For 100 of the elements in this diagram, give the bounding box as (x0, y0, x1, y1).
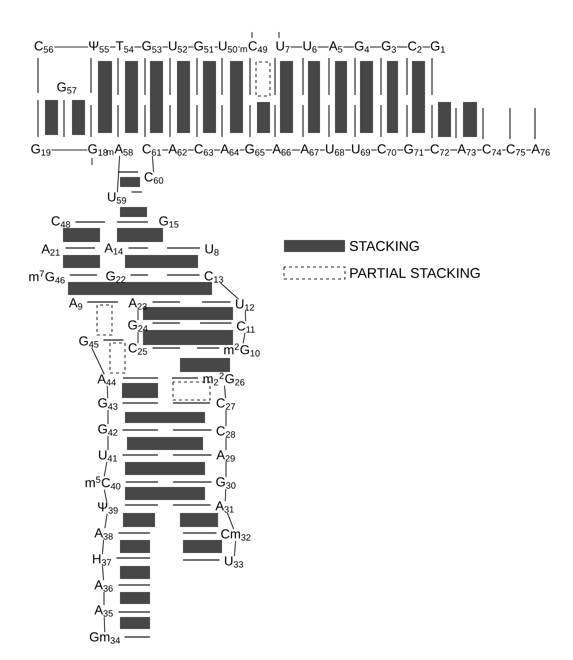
nucleotide-label: A$_{21}$ (41, 244, 60, 256)
backbone-line (104, 513, 108, 529)
nucleotide-label: G$_{71}$ (404, 144, 424, 156)
nucleotide-label: C$_{13}$ (204, 271, 224, 283)
nucleotide-label: C$_{25}$ (128, 343, 148, 355)
nucleotide-label: C$_{61}$ (142, 144, 162, 156)
backbone-line (116, 155, 120, 193)
nucleotide-label: U$_{50}$ (219, 41, 238, 53)
nucleotide-label: C$_{2}$ (408, 41, 422, 53)
nucleotide-label: U$_{33}$ (225, 556, 244, 568)
legend-label: PARTIAL STACKING (350, 268, 480, 278)
nucleotide-label: A$_{64}$ (220, 144, 239, 156)
backbone-line (102, 539, 104, 555)
nucleotide-label: C$_{11}$ (237, 321, 255, 333)
nucleotide-label: T$_{54}$ (116, 41, 134, 53)
backbone-line (104, 616, 106, 633)
backbone-line (422, 46, 430, 48)
backbone-line (224, 488, 226, 502)
nucleotide-label: A$_{36}$ (94, 580, 113, 592)
nucleotide-label: A$_{44}$ (97, 374, 116, 386)
nucleotide-label: G$_{65}$ (245, 144, 264, 156)
nucleotide-label: U$_{7}$ (276, 41, 290, 53)
nucleotide-label: U$_{69}$ (352, 144, 370, 156)
nucleotide-label: U$_{6}$ (304, 41, 317, 53)
backbone-line (188, 46, 194, 48)
nucleotide-label: A$_{35}$ (94, 605, 113, 617)
nucleotide-label: A$_{67}$ (300, 144, 319, 156)
nucleotide-label: Gm$_{34}$ (90, 632, 120, 644)
nucleotide-label: A$_{73}$ (457, 144, 476, 156)
backbone-line (162, 46, 168, 48)
nucleotide-label: G$_{1}$ (430, 41, 445, 53)
backbone-line (244, 310, 246, 322)
nucleotide-label: C$_{72}$ (430, 144, 450, 156)
nucleotide-label: A$_{66}$ (272, 144, 291, 156)
backbone-line (106, 385, 108, 398)
nucleotide-label: G$_{30}$ (216, 477, 236, 489)
nucleotide-label: G$_{4}$ (354, 41, 370, 53)
backbone-line (134, 46, 142, 48)
backbone-line (317, 46, 330, 48)
backbone-line (104, 461, 108, 477)
nucleotide-label: A$_{23}$ (128, 298, 147, 310)
nucleotide-label: A$_{38}$ (94, 528, 113, 540)
nucleotide-label: C$_{48}$ (52, 216, 70, 228)
nucleotide-label: Cm$_{32}$ (221, 529, 250, 541)
nucleotide-label: G$_{19}$ (31, 144, 50, 156)
nucleotide-label: G$_{18}$ (88, 144, 108, 156)
nucleotide-label: U$_{52}$ (169, 41, 188, 53)
nucleotide-label: m$^{5}$C$_{40}$ (86, 476, 120, 490)
nucleotide-label: $_{m}$A$_{58}$ (106, 144, 133, 156)
nucleotide-label: C$_{63}$ (194, 144, 214, 156)
nucleotide-label: U$_{59}$ (108, 192, 126, 204)
nucleotide-label: H$_{37}$ (93, 554, 112, 566)
nucleotide-label: A$_{62}$ (168, 144, 187, 156)
nucleotide-label: G$_{51}$ (194, 41, 214, 53)
backbone-line (224, 385, 226, 399)
nucleotide-label: Ψ$_{39}$ (98, 502, 118, 514)
nucleotide-label: Ψ$_{55}$ (89, 41, 109, 53)
backbone-line (152, 156, 154, 172)
nucleotide-label: U$_{68}$ (326, 144, 344, 156)
nucleotide-label: C$_{27}$ (216, 398, 236, 410)
backbone-line (342, 46, 354, 48)
nucleotide-label: A$_{31}$ (215, 501, 234, 513)
backbone-line (104, 489, 108, 503)
backbone-line (238, 46, 240, 48)
nucleotide-label: G$_{53}$ (142, 41, 162, 53)
backbone-line (396, 46, 408, 48)
nucleotide-label: U$_{41}$ (99, 450, 118, 462)
backbone-line (102, 565, 104, 581)
legend-label: STACKING (350, 241, 419, 251)
nucleotide-label: G$_{24}$ (128, 320, 148, 332)
backbone-line (234, 540, 236, 557)
nucleotide-label: G$_{22}$ (106, 271, 126, 283)
nucleotide-label: A$_{5}$ (328, 41, 342, 53)
backbone-line (226, 512, 234, 530)
nucleotide-label: m$_{2}$$^{2}$G$_{26}$ (204, 372, 244, 386)
nucleotide-label: C$_{60}$ (144, 172, 164, 184)
backbone-line (54, 46, 88, 48)
nucleotide-label: C$_{70}$ (378, 144, 396, 156)
nucleotide-label: U$_{12}$ (236, 299, 254, 311)
backbone-line (110, 46, 116, 48)
nucleotide-label: C$_{56}$ (34, 41, 54, 53)
nucleotide-label: U$_{8}$ (206, 244, 219, 256)
backbone-line (242, 332, 246, 344)
nucleotide-label: A$_{14}$ (104, 243, 123, 255)
backbone-line (290, 46, 303, 48)
nucleotide-label: C$_{75}$ (506, 144, 526, 156)
nucleotide-label: A$_{29}$ (216, 450, 235, 462)
nucleotide-label: C$_{28}$ (216, 426, 236, 438)
nucleotide-label: $_{m}$C$_{49}$ (240, 41, 268, 53)
nucleotide-label: C$_{74}$ (482, 144, 502, 156)
nucleotide-label: G$_{3}$ (382, 41, 396, 53)
backbone-line (214, 46, 218, 48)
nucleotide-label: G$_{57}$ (57, 82, 76, 94)
backbone-line (91, 347, 105, 375)
nucleotide-label: G$_{45}$ (79, 336, 98, 348)
nucleotide-label: G$_{15}$ (159, 216, 178, 228)
nucleotide-label: A$_{9}$ (68, 298, 82, 310)
nucleotide-label: m$^{2}$G$_{10}$ (224, 344, 260, 357)
nucleotide-label: A$_{76}$ (531, 144, 550, 156)
nucleotide-label: G$_{42}$ (98, 424, 118, 436)
